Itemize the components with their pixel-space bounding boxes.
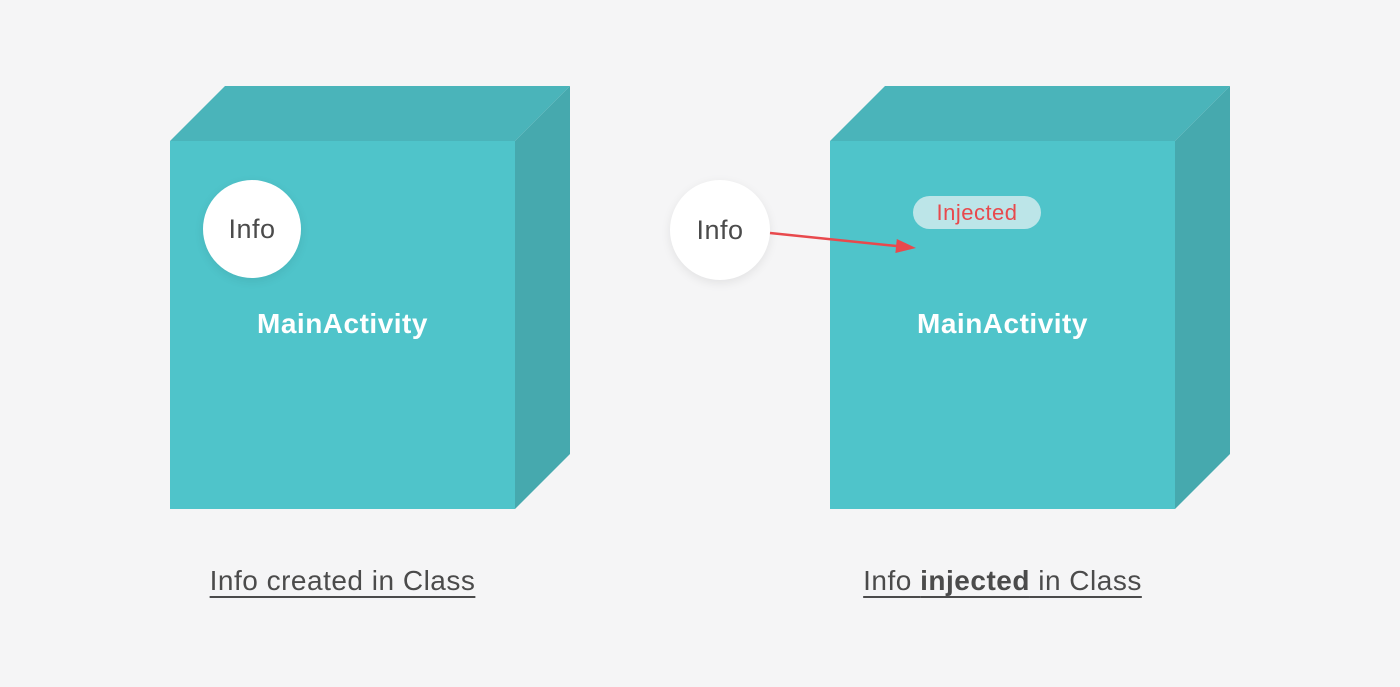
right-box-label: MainActivity bbox=[917, 308, 1088, 339]
injection-arrow-line bbox=[769, 231, 900, 248]
left-box-top-face bbox=[170, 86, 570, 141]
injection-arrow-head bbox=[895, 239, 916, 253]
right-caption-pre: Info bbox=[863, 565, 921, 596]
left-box-side-face bbox=[515, 86, 570, 509]
left-mainactivity-box: MainActivity bbox=[170, 86, 570, 509]
right-info-circle: Info bbox=[670, 180, 770, 280]
injected-pill-label: Injected bbox=[936, 199, 1018, 225]
right-caption-post: in Class bbox=[1029, 565, 1142, 596]
right-box-side-face bbox=[1175, 86, 1230, 509]
left-caption-text: Info created in Class bbox=[210, 565, 476, 596]
right-caption-text: Info injected in Class bbox=[863, 565, 1142, 596]
left-info-circle-label: Info bbox=[228, 213, 276, 244]
right-caption-bold: injected bbox=[920, 565, 1030, 596]
injected-pill: Injected bbox=[913, 196, 1041, 229]
left-caption-pre: Info created in Class bbox=[209, 565, 476, 596]
right-box-top-face bbox=[830, 86, 1230, 141]
left-box-label: MainActivity bbox=[257, 308, 428, 339]
left-caption: Info created in Class bbox=[170, 565, 515, 597]
left-info-circle: Info bbox=[203, 180, 301, 278]
right-caption: Info injected in Class bbox=[830, 565, 1175, 597]
injection-arrow-icon bbox=[769, 231, 916, 253]
right-mainactivity-box: MainActivity bbox=[830, 86, 1230, 509]
right-info-circle-label: Info bbox=[696, 214, 744, 245]
